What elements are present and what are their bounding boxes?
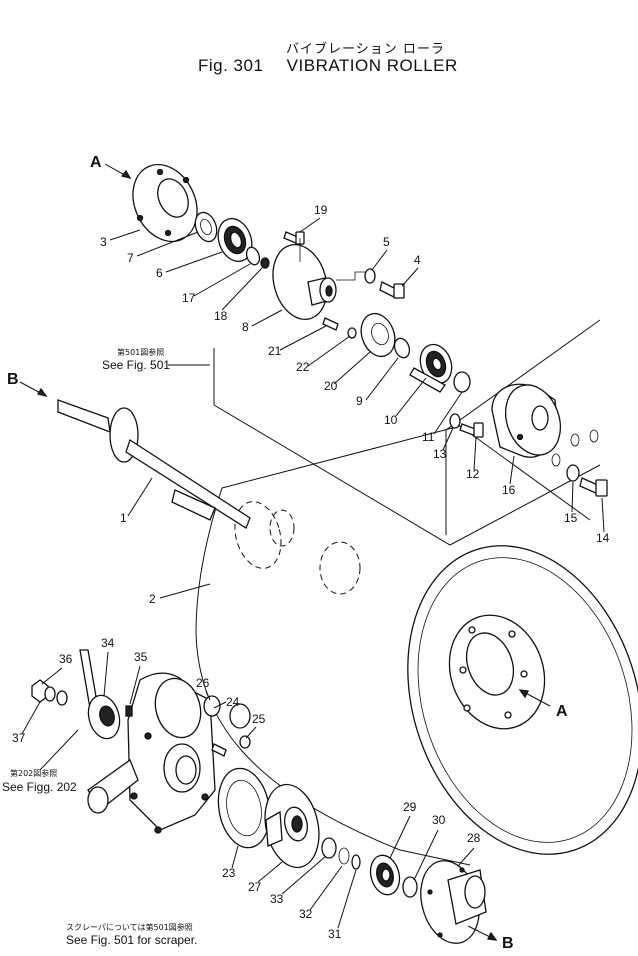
- bolt-14: [579, 477, 608, 497]
- oring-9: [393, 337, 411, 359]
- drum-shell: [195, 425, 638, 866]
- part-labels: 1 2 3 4 5 6 7 8 9 10 11 12 13 1: [12, 203, 610, 941]
- svg-text:B: B: [502, 935, 514, 952]
- oring-30: [402, 876, 418, 898]
- label-3: 3: [100, 235, 107, 249]
- svg-text:See Fig. 501: See Fig. 501: [102, 358, 170, 372]
- label-6: 6: [156, 266, 163, 280]
- pin-18: [260, 257, 270, 269]
- figure-name: VIBRATION ROLLER: [286, 56, 458, 75]
- key-35: [125, 705, 133, 717]
- washer-5: [364, 268, 376, 284]
- label-21: 21: [268, 344, 282, 358]
- cover-28: [420, 860, 487, 944]
- gasket-23: [217, 767, 271, 849]
- figure-title: Fig. 301 VIBRATION ROLLER: [198, 56, 458, 76]
- label-29: 29: [403, 800, 417, 814]
- bearing-cover-3: [132, 163, 198, 243]
- label-14: 14: [596, 531, 610, 545]
- ref-arrow-a-right: A: [518, 689, 568, 720]
- label-9: 9: [356, 394, 363, 408]
- label-1: 1: [120, 511, 127, 525]
- small-rings: [551, 429, 599, 467]
- label-31: 31: [328, 927, 342, 941]
- label-17: 17: [182, 291, 196, 305]
- note-fig501: 第501図参照 See Fig. 501: [102, 347, 210, 372]
- shaft-key: [171, 489, 216, 521]
- nut-washer-36-37: [31, 679, 68, 706]
- note-scraper: スクレーパについては第501図参照 See Fig. 501 for scrap…: [66, 922, 197, 947]
- bolt-19: [283, 231, 305, 245]
- svg-text:第202図参照: 第202図参照: [10, 768, 57, 778]
- label-16: 16: [502, 483, 516, 497]
- ref-arrow-b-left: B: [7, 371, 48, 398]
- bolt-21: [322, 317, 339, 331]
- label-8: 8: [242, 320, 249, 334]
- washer-22: [347, 327, 357, 339]
- svg-text:A: A: [90, 154, 102, 171]
- label-7: 7: [127, 251, 134, 265]
- label-15: 15: [564, 511, 578, 525]
- bearing-10: [419, 343, 453, 385]
- figure-number: Fig. 301: [198, 56, 264, 75]
- fittings-24-26: [203, 695, 251, 757]
- label-23: 23: [222, 866, 236, 880]
- label-20: 20: [324, 379, 338, 393]
- bolt-4: [379, 281, 405, 299]
- label-2: 2: [149, 592, 156, 606]
- label-28: 28: [467, 831, 481, 845]
- flange-8: [272, 244, 337, 320]
- seal-cover-20: [360, 312, 396, 358]
- svg-text:See Figg. 202: See Figg. 202: [2, 780, 77, 794]
- label-4: 4: [414, 253, 421, 267]
- svg-text:B: B: [7, 371, 19, 388]
- flange-27: [264, 783, 320, 869]
- label-13: 13: [433, 447, 447, 461]
- label-10: 10: [384, 413, 398, 427]
- label-18: 18: [214, 309, 228, 323]
- label-33: 33: [270, 892, 284, 906]
- label-12: 12: [466, 467, 480, 481]
- gearbox-housing: [87, 672, 216, 834]
- bearing-29: [369, 854, 401, 896]
- pulley-34: [79, 649, 121, 740]
- ring-17: [245, 246, 261, 266]
- svg-text:第501図参照: 第501図参照: [117, 347, 164, 357]
- title-japanese: バイブレーション ローラ: [286, 42, 445, 57]
- label-19: 19: [314, 203, 328, 217]
- seal-33: [321, 837, 337, 859]
- snap-ring-32-31: [338, 847, 361, 870]
- label-25: 25: [252, 712, 266, 726]
- svg-text:See Fig. 501 for scraper.: See Fig. 501 for scraper.: [66, 933, 197, 947]
- svg-text:A: A: [556, 703, 568, 720]
- eccentric-weight-16: [491, 383, 562, 458]
- label-34: 34: [101, 636, 115, 650]
- seal-7: [194, 211, 218, 243]
- label-11: 11: [422, 430, 435, 444]
- label-32: 32: [299, 907, 313, 921]
- label-26: 26: [196, 676, 210, 690]
- label-5: 5: [383, 235, 390, 249]
- label-36: 36: [59, 652, 73, 666]
- label-37: 37: [12, 731, 26, 745]
- bearing-6: [217, 217, 253, 263]
- label-30: 30: [432, 813, 446, 827]
- washer-13: [449, 413, 461, 429]
- ref-arrow-b-bottom: B: [467, 925, 514, 952]
- washer-15: [566, 464, 580, 482]
- label-27: 27: [248, 880, 262, 894]
- bolt-12: [459, 422, 484, 438]
- label-24: 24: [226, 695, 240, 709]
- hidden-bore-outline: [319, 541, 361, 595]
- svg-text:スクレーパについては第501図参照: スクレーパについては第501図参照: [66, 922, 193, 932]
- drum-hub-bore: [465, 632, 515, 696]
- label-22: 22: [296, 360, 310, 374]
- vibration-shaft: [57, 399, 251, 529]
- note-fig202: 第202図参照 See Figg. 202: [2, 729, 79, 794]
- label-35: 35: [134, 650, 148, 664]
- ref-arrow-a-top: A: [90, 154, 132, 180]
